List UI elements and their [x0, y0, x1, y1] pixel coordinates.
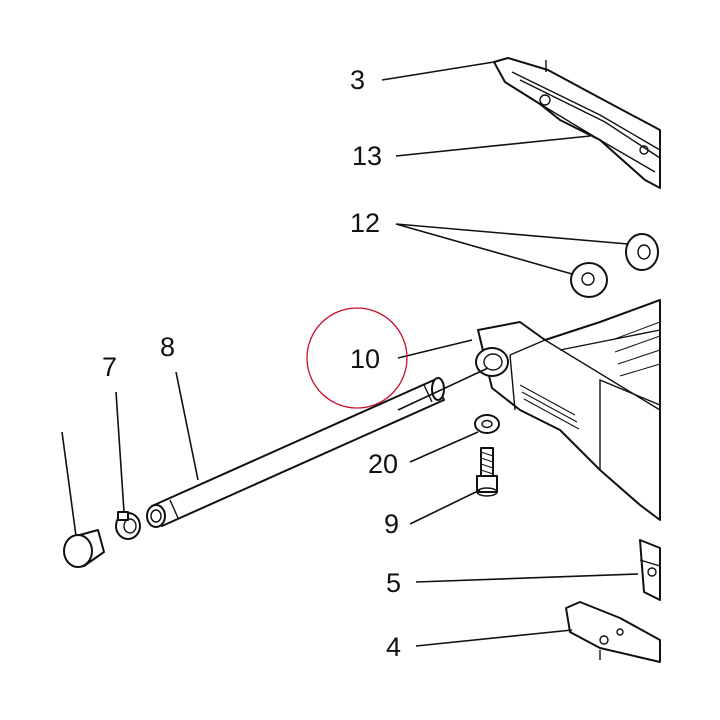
leader-9	[409, 489, 481, 525]
leader-10b	[397, 367, 489, 411]
leader-20	[409, 431, 479, 463]
callout-8: 8	[160, 332, 175, 362]
leader-8	[175, 371, 199, 481]
callout-9: 9	[384, 509, 399, 539]
part-5-bracket	[639, 539, 661, 601]
leader-4	[415, 629, 573, 647]
leader-10a	[397, 339, 473, 359]
part-7-snap-ring	[115, 511, 141, 540]
part-8-pivot-shaft	[146, 377, 445, 528]
callout-7: 7	[102, 352, 117, 382]
leader-lines	[61, 61, 639, 647]
swing-arm-body	[475, 299, 661, 521]
callout-4: 4	[386, 632, 401, 662]
callout-13: 13	[352, 141, 382, 171]
leader-5	[415, 573, 639, 583]
highlight-circle	[306, 307, 408, 409]
leader-12a	[395, 223, 629, 245]
leader-cap	[61, 431, 77, 537]
callout-3: 3	[350, 65, 365, 95]
washer-upper	[625, 233, 659, 271]
leader-3	[381, 61, 495, 81]
callout-10: 10	[350, 344, 380, 374]
callout-5: 5	[386, 568, 401, 598]
leader-13	[395, 135, 591, 157]
part-12-washers	[570, 233, 659, 298]
washer-lower	[570, 262, 608, 298]
part-3-frame-bracket	[493, 57, 661, 189]
callout-20: 20	[368, 449, 398, 479]
callout-12: 12	[350, 208, 380, 238]
part-9-screw	[476, 447, 498, 497]
end-cap	[63, 529, 105, 568]
part-20-washer	[474, 414, 500, 434]
leader-12b	[395, 223, 573, 275]
leader-7	[115, 391, 125, 513]
part-4-plate	[565, 601, 661, 663]
